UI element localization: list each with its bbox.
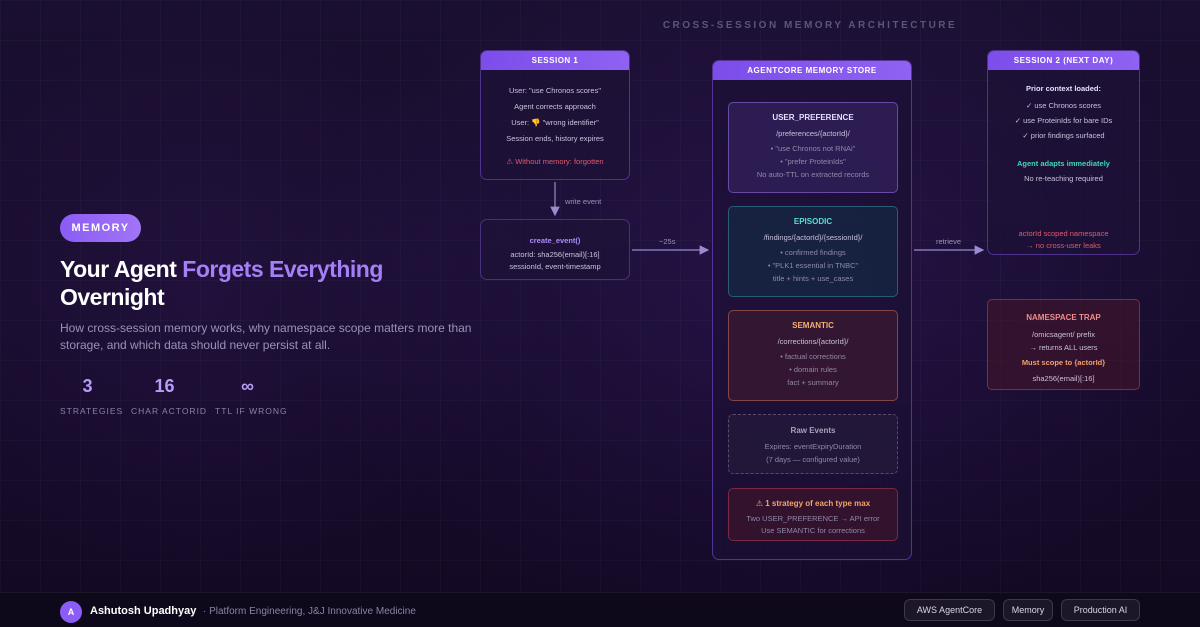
session-1-line: User: 👎 "wrong identifier"	[511, 118, 599, 127]
stat-label: CHAR ACTORID	[131, 406, 208, 416]
trap-hash: sha256(email)[:16]	[1032, 374, 1095, 383]
session-2-no-leaks: → no cross-user leaks	[1026, 241, 1101, 250]
footer: A Ashutosh Upadhyay · Platform Engineeri…	[0, 592, 1200, 627]
session-1-line: User: "use Chronos scores"	[508, 86, 602, 95]
arrow-label-retrieve: retrieve	[936, 237, 962, 246]
strategy-note: title + hints + use_cases	[772, 274, 854, 283]
arrow-label-write: write event	[565, 197, 602, 206]
page-title: Your Agent Forgets Everything Overnight	[60, 255, 480, 311]
arrow-label-latency: ~25s	[659, 237, 676, 246]
session-2-check: ✓ use Chronos scores	[1025, 101, 1102, 110]
session-2-check: ✓ prior findings surfaced	[1022, 131, 1105, 140]
episodic-strategy: EPISODIC /findings/{actorId}/{sessionId}…	[728, 206, 898, 297]
strategy-namespace: /findings/{actorId}/{sessionId}/	[763, 233, 863, 242]
trap-title: NAMESPACE TRAP	[1026, 313, 1101, 322]
trap-line: → returns ALL users	[1029, 343, 1098, 352]
strategy-limit-warning: ⚠ 1 strategy of each type max Two USER_P…	[728, 488, 898, 541]
session-1-line: Session ends, history expires	[506, 134, 604, 143]
limit-line: Two USER_PREFERENCE → API error	[746, 514, 880, 523]
strategy-item: • factual corrections	[780, 352, 846, 361]
stat-actorid: 16 CHAR ACTORID	[131, 376, 208, 416]
stat-strategies: 3 STRATEGIES	[60, 376, 124, 416]
create-event-session: sessionId, event-timestamp	[509, 262, 601, 271]
session-1-header: SESSION 1	[481, 51, 629, 70]
memory-store-header: AGENTCORE MEMORY STORE	[713, 61, 911, 80]
strategy-namespace: /preferences/{actorId}/	[776, 129, 850, 138]
session-1-warning: ⚠ Without memory: forgotten	[506, 157, 604, 166]
raw-events: Raw Events Expires: eventExpiryDuration …	[728, 414, 898, 474]
title-accent: Forgets Everything	[182, 256, 383, 282]
title-part2: Overnight	[60, 284, 165, 310]
avatar: A	[60, 601, 82, 623]
strategy-title: USER_PREFERENCE	[772, 113, 854, 122]
session-2-card: SESSION 2 (NEXT DAY) Prior context loade…	[987, 50, 1140, 255]
title-part1: Your Agent	[60, 256, 183, 282]
raw-events-title: Raw Events	[790, 426, 836, 435]
stat-value: 3	[82, 376, 93, 396]
topic-badge: MEMORY	[60, 214, 141, 242]
create-event-actorid: actorId: sha256(email)[:16]	[510, 250, 600, 259]
session-1-card: SESSION 1 User: "use Chronos scores" Age…	[480, 50, 630, 180]
session-1-line: Agent corrects approach	[514, 102, 596, 111]
create-event-title: create_event()	[529, 236, 581, 245]
session-2-adapts: Agent adapts immediately	[1017, 159, 1110, 168]
strategy-item: • confirmed findings	[780, 248, 846, 257]
stat-label: STRATEGIES	[60, 406, 124, 416]
limit-line: Use SEMANTIC for corrections	[761, 526, 865, 535]
memory-store: AGENTCORE MEMORY STORE USER_PREFERENCE /…	[712, 60, 912, 560]
limit-title: ⚠ 1 strategy of each type max	[755, 499, 871, 508]
trap-scope: Must scope to {actorId}	[1021, 358, 1106, 367]
trap-line: /omicsagent/ prefix	[1032, 330, 1095, 339]
stat-value: 16	[154, 376, 175, 396]
strategy-namespace: /corrections/{actorId}/	[777, 337, 849, 346]
strategy-title: EPISODIC	[793, 217, 833, 226]
strategy-note: No auto-TTL on extracted records	[756, 170, 870, 179]
session-2-no-reteach: No re-teaching required	[1024, 174, 1103, 183]
page-description: How cross-session memory works, why name…	[60, 321, 472, 352]
session-2-subtitle: Prior context loaded:	[1025, 84, 1101, 93]
raw-events-expiry: Expires: eventExpiryDuration	[764, 442, 862, 451]
author-name: Ashutosh Upadhyay	[90, 605, 197, 617]
strategy-title: SEMANTIC	[792, 321, 834, 330]
stat-ttl: ∞ TTL IF WRONG	[215, 376, 288, 416]
tag-memory[interactable]: Memory	[1003, 599, 1053, 621]
namespace-trap-card: NAMESPACE TRAP /omicsagent/ prefix → ret…	[987, 299, 1140, 390]
strategy-item: • "prefer ProteinIds"	[780, 157, 846, 166]
session-2-scoped: actorId scoped namespace	[1018, 229, 1109, 238]
create-event-card: create_event() actorId: sha256(email)[:1…	[480, 219, 630, 280]
strategy-item: • domain rules	[789, 365, 837, 374]
session-2-check: ✓ use ProteinIds for bare IDs	[1014, 116, 1113, 125]
stat-value: ∞	[241, 376, 254, 396]
strategy-item: • "PLK1 essential in TNBC"	[767, 261, 859, 270]
tag-aws-agentcore[interactable]: AWS AgentCore	[904, 599, 995, 621]
semantic-strategy: SEMANTIC /corrections/{actorId}/ • factu…	[728, 310, 898, 401]
session-2-header: SESSION 2 (NEXT DAY)	[988, 51, 1139, 70]
raw-events-duration: (7 days — configured value)	[766, 455, 860, 464]
diagram-title: CROSS-SESSION MEMORY ARCHITECTURE	[662, 20, 958, 31]
user-preference-strategy: USER_PREFERENCE /preferences/{actorId}/ …	[728, 102, 898, 193]
tag-production-ai[interactable]: Production AI	[1061, 599, 1140, 621]
strategy-item: • "use Chronos not RNAi"	[770, 144, 856, 153]
strategy-note: fact + summary	[787, 378, 839, 387]
author-affiliation: · Platform Engineering, J&J Innovative M…	[203, 606, 416, 617]
stat-label: TTL IF WRONG	[215, 406, 288, 416]
